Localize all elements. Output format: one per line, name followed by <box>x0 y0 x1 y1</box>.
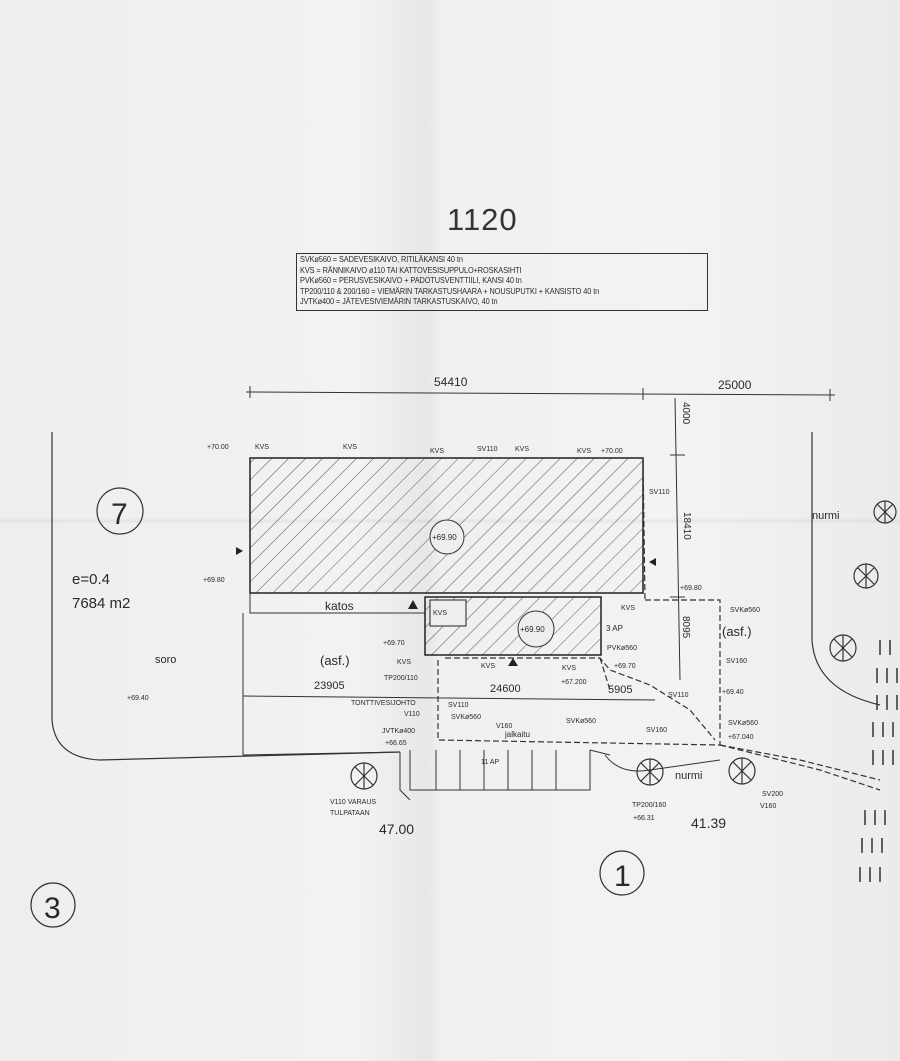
label-tonttivesijohto: TONTTIVESIJOHTO <box>351 700 416 707</box>
label-kvs-right: KVS <box>621 605 635 612</box>
elev-6665: +66.65 <box>385 740 407 747</box>
elev-7000-right: +70.00 <box>601 448 623 455</box>
legend-line: PVKø560 = PERUSVESIKAIVO + PADOTUSVENTTI… <box>300 276 522 286</box>
label-sv110-right: SV110 <box>649 489 670 496</box>
elev-6980-right: +69.80 <box>680 585 702 592</box>
legend-box: SVKø560 = SADEVESIKAIVO, RITILÄKANSI 40 … <box>296 253 708 311</box>
entrance-markers <box>236 547 656 666</box>
label-kvs-mid: KVS <box>397 659 411 666</box>
street-value-left: 47.00 <box>379 821 414 837</box>
lot-number-circles <box>30 487 645 928</box>
legend-line: SVKø560 = SADEVESIKAIVO, RITILÄKANSI 40 … <box>300 255 463 264</box>
label-sv200: SV200 <box>762 791 783 798</box>
dimension-line-top <box>245 386 836 401</box>
label-v110-varaus: V110 VARAUS <box>330 799 376 806</box>
street-value-right: 41.39 <box>691 815 726 831</box>
tree-symbols <box>350 500 897 790</box>
street-edge <box>399 752 721 801</box>
elevation-labels: +70.00 +70.00 +69.80 +69.80 +69.70 +69.7… <box>127 444 754 822</box>
drainage-line-dashed <box>252 457 881 791</box>
elevation-circles <box>429 519 555 648</box>
label-tp200-160: TP200/160 <box>632 802 666 809</box>
elev-6990-a: +69.90 <box>432 533 457 542</box>
label-jvtk400: JVTKø400 <box>382 728 415 735</box>
lot-3-label: 3 <box>44 892 61 925</box>
area-katos: katos <box>325 599 354 613</box>
label-kvs-mid: KVS <box>562 665 576 672</box>
dim-4000: 4000 <box>680 402 691 425</box>
dim-24600: 24600 <box>490 683 521 695</box>
dim-18410: 18410 <box>681 512 692 540</box>
label-kvs: KVS <box>577 448 591 455</box>
area-asf-left: (asf.) <box>320 653 350 668</box>
label-kvs: KVS <box>255 444 269 451</box>
area-nurmi-top: nurmi <box>812 510 840 522</box>
area-soro: soro <box>155 654 176 666</box>
elev-6980-left: +69.80 <box>203 577 225 584</box>
elev-6940-left: +69.40 <box>127 695 149 702</box>
label-kvs-mid: KVS <box>481 663 495 670</box>
dimension-line-vertical <box>670 397 685 681</box>
plot-boundary <box>51 432 881 761</box>
label-sv110: SV110 <box>477 446 498 453</box>
label-kvs: KVS <box>343 444 357 451</box>
dim-54410: 54410 <box>434 375 468 389</box>
parking-3ap: 3 AP <box>606 624 623 633</box>
label-tulpataan: TULPATAAN <box>330 810 370 817</box>
elev-6990-b: +69.90 <box>520 625 545 634</box>
label-sv110-low: SV110 <box>448 702 469 709</box>
elev-6970-b: +69.70 <box>614 663 636 670</box>
canopy-area <box>242 593 656 756</box>
elev-6970-a: +69.70 <box>383 640 405 647</box>
elev-6631: +66.31 <box>633 815 655 822</box>
elev-6940-right: +69.40 <box>722 689 744 696</box>
label-svk560-right: SVKø560 <box>730 607 760 614</box>
label-svk560-bottom: SVKø560 <box>728 720 758 727</box>
parking-11ap: 11 AP <box>481 759 499 766</box>
label-v110: V110 <box>404 711 420 718</box>
area-asf-right: (asf.) <box>722 624 752 639</box>
lot-7-label: 7 <box>111 498 128 531</box>
legend-line: TP200/110 & 200/160 = VIEMÄRIN TARKASTUS… <box>300 286 600 296</box>
label-v160-right: V160 <box>760 803 776 810</box>
legend-line: JVTKø400 = JÄTEVESIVIEMÄRIN TARKASTUSKAI… <box>300 297 498 307</box>
walkway-label: jalkaitu <box>504 730 530 739</box>
dim-8095: 8095 <box>680 616 691 639</box>
dim-5905: 5905 <box>608 684 632 696</box>
road-markings <box>859 640 898 882</box>
label-kvs: KVS <box>430 448 444 455</box>
lot-1-label: 1 <box>614 860 631 893</box>
elev-67040: +67.040 <box>728 734 754 741</box>
label-svk560-low: SVKø560 <box>451 714 481 721</box>
label-svk560-mid: SVKø560 <box>566 718 596 725</box>
dim-23905: 23905 <box>314 680 345 692</box>
label-kvs-mid: KVS <box>433 610 447 617</box>
legend-line: KVS = RÄNNIKAIVO ø110 TAI KATTOVESISUPPU… <box>300 265 522 275</box>
parking-spaces <box>409 749 611 791</box>
label-tp200-110: TP200/110 <box>384 675 418 682</box>
lot-efficiency: e=0.4 <box>72 571 110 588</box>
label-sv160-mid: SV160 <box>646 727 667 734</box>
lot-area: 7684 m2 <box>72 595 130 612</box>
label-pvk560: PVKø560 <box>607 645 637 652</box>
building-footprint <box>249 457 644 656</box>
area-nurmi-bottom: nurmi <box>675 770 703 782</box>
dim-25000: 25000 <box>718 378 752 392</box>
label-kvs: KVS <box>515 446 529 453</box>
elev-67200: +67.200 <box>561 679 587 686</box>
label-v160: V160 <box>496 723 512 730</box>
label-sv160-right: SV160 <box>726 658 747 665</box>
block-number: 1120 <box>447 202 518 237</box>
elev-7000-left: +70.00 <box>207 444 229 451</box>
structure-labels: KVS KVS KVS SV110 KVS KVS SV110 KVS KVS … <box>255 444 783 817</box>
label-sv110-c: SV110 <box>668 692 689 699</box>
